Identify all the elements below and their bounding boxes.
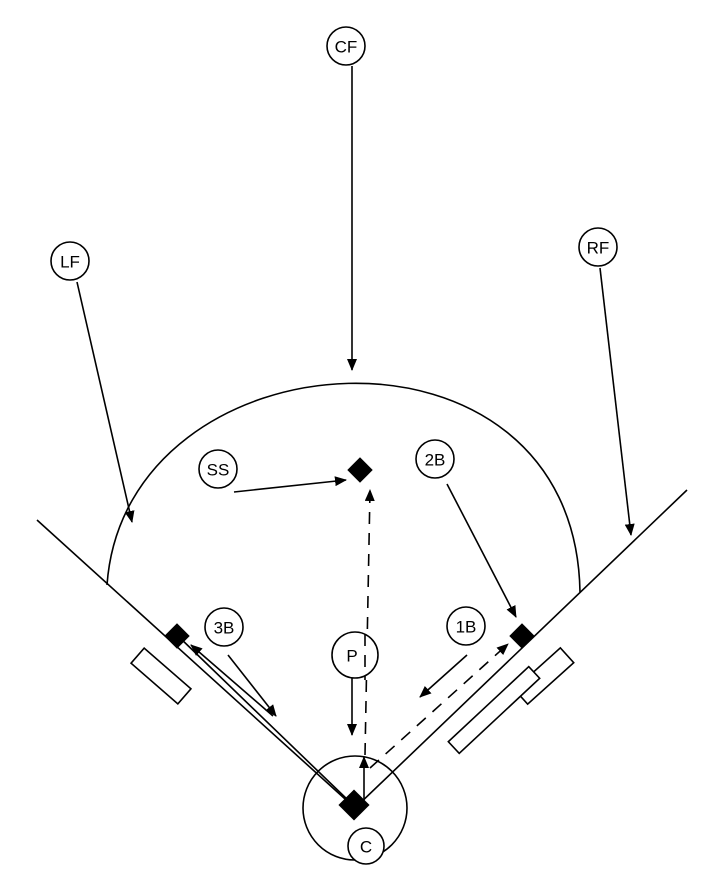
player-label-p: P	[346, 647, 357, 666]
player-label-1b: 1B	[456, 618, 477, 637]
player-2b: 2B	[415, 439, 455, 479]
player-1b: 1B	[446, 606, 486, 646]
right-foul-line	[354, 489, 688, 809]
player-ss: SS	[198, 449, 238, 489]
first-base	[509, 623, 535, 649]
player-label-c: C	[360, 838, 372, 857]
left-foul-line	[36, 519, 356, 809]
player-rf: RF	[578, 227, 618, 267]
first-base-arrow	[419, 654, 468, 698]
ss-arrow	[233, 476, 347, 493]
player-cf: CF	[326, 26, 366, 66]
player-3b: 3B	[204, 607, 244, 647]
first-base-runner-lane	[447, 665, 541, 755]
third-base-coach-box	[129, 646, 193, 706]
player-label-rf: RF	[587, 239, 610, 258]
lf-arrow	[76, 281, 135, 523]
player-label-2b: 2B	[425, 451, 446, 470]
third-base-line-inner	[177, 635, 352, 804]
home-plate	[338, 789, 370, 821]
throw-to-second-dashed	[364, 489, 375, 756]
throw-to-first-dashed	[369, 643, 509, 769]
outfield-arc	[106, 382, 581, 593]
player-label-cf: CF	[335, 38, 358, 57]
third-base-arrow-to-base	[190, 644, 274, 717]
player-label-lf: LF	[60, 253, 80, 272]
rf-arrow	[599, 267, 635, 536]
player-label-ss: SS	[207, 461, 230, 480]
second-base	[347, 457, 373, 483]
third-base-arrow-to-foul-line	[227, 654, 277, 717]
player-p: P	[331, 631, 379, 680]
second-base-arrow	[446, 483, 517, 618]
third-base	[164, 623, 190, 649]
player-label-3b: 3B	[214, 619, 235, 638]
player-c: C	[347, 827, 385, 865]
player-lf: LF	[50, 241, 90, 281]
